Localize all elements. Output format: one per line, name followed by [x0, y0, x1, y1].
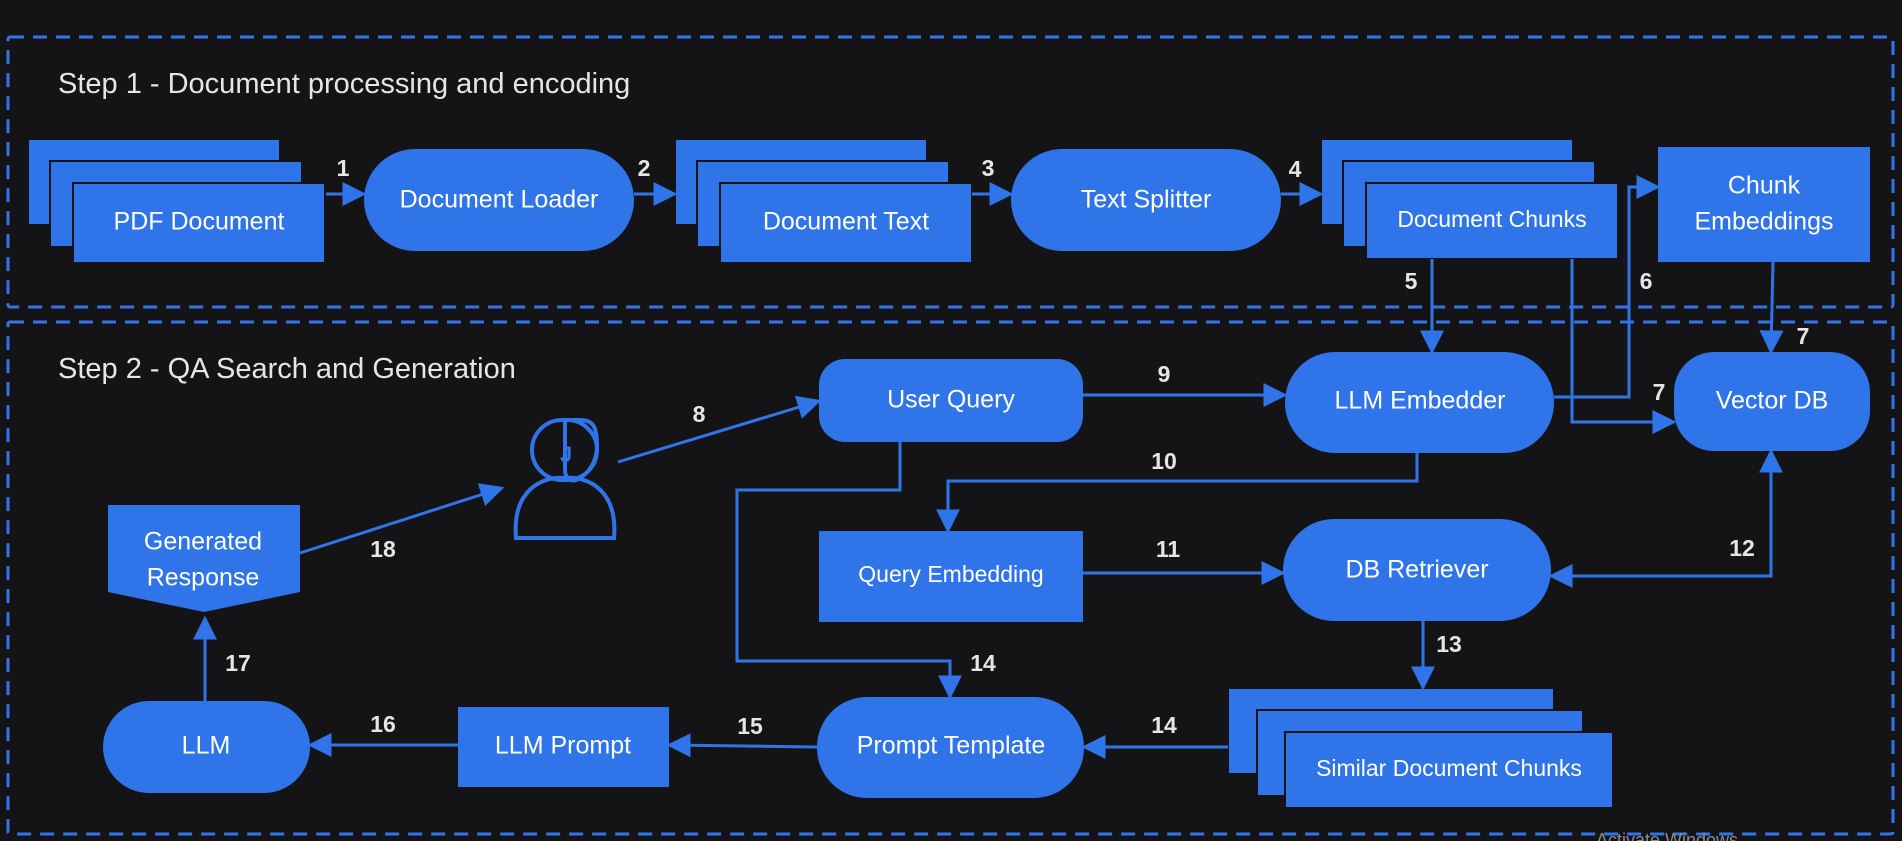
text-splitter-label: Text Splitter — [1081, 186, 1212, 214]
similar-document-chunks-label: Similar Document Chunks — [1316, 755, 1582, 781]
pdf-document-node: PDF Document — [27, 138, 326, 264]
step2-title: Step 2 - QA Search and Generation — [58, 353, 516, 385]
step1-frame — [6, 35, 1895, 309]
vector-db-node: Vector DB — [1674, 352, 1870, 451]
edge-label-16: 16 — [370, 711, 396, 737]
user-icon: J — [513, 418, 617, 540]
llm-embedder-label: LLM Embedder — [1335, 387, 1506, 415]
user-query-node: User Query — [819, 359, 1083, 442]
document-loader-node: Document Loader — [364, 149, 634, 251]
llm-label: LLM — [182, 732, 231, 760]
activate-windows-watermark: Activate Windows — [1596, 830, 1738, 841]
edge-label-10: 10 — [1151, 448, 1177, 474]
user-query-label: User Query — [887, 386, 1015, 414]
edge-8 — [617, 395, 822, 464]
edge-label-4: 4 — [1289, 156, 1302, 182]
chunk-embeddings-node: Chunk Embeddings — [1658, 147, 1870, 262]
prompt-template-label: Prompt Template — [857, 732, 1046, 760]
edge-label-7a: 7 — [1797, 323, 1810, 349]
llm-embedder-node: LLM Embedder — [1285, 352, 1554, 453]
edge-10 — [936, 453, 1419, 534]
step1-title: Step 1 - Document processing and encodin… — [58, 68, 630, 100]
query-embedding-node: Query Embedding — [819, 531, 1083, 622]
edge-label-6: 6 — [1640, 268, 1653, 294]
document-chunks-node: Document Chunks — [1320, 138, 1619, 260]
edge-14a — [735, 442, 962, 700]
edge-label-17: 17 — [225, 650, 251, 676]
step2-frame — [6, 320, 1895, 836]
db-retriever-label: DB Retriever — [1345, 556, 1488, 584]
document-text-label: Document Text — [763, 208, 929, 236]
query-embedding-label: Query Embedding — [858, 561, 1043, 587]
edge-label-5: 5 — [1405, 268, 1418, 294]
user-avatar-initial: J — [560, 442, 572, 467]
edge-label-14b: 14 — [1151, 712, 1177, 738]
similar-document-chunks-node: Similar Document Chunks — [1227, 687, 1614, 809]
llm-node: LLM — [103, 701, 310, 793]
edge-6 — [1554, 175, 1661, 399]
generated-response-label-line1: Generated — [144, 528, 262, 556]
document-loader-label: Document Loader — [400, 186, 599, 214]
edge-label-12: 12 — [1729, 535, 1755, 561]
document-chunks-label: Document Chunks — [1397, 206, 1586, 232]
edge-label-18: 18 — [370, 536, 396, 562]
edge-label-8: 8 — [693, 401, 706, 427]
edge-18 — [299, 483, 505, 555]
llm-prompt-label: LLM Prompt — [495, 732, 631, 760]
document-text-node: Document Text — [674, 138, 973, 264]
edge-label-14a: 14 — [970, 650, 996, 676]
pdf-document-label: PDF Document — [114, 208, 285, 236]
vector-db-label: Vector DB — [1716, 387, 1829, 415]
edge-label-15: 15 — [737, 713, 763, 739]
db-retriever-node: DB Retriever — [1283, 519, 1551, 621]
edge-7a — [1759, 261, 1784, 355]
edge-label-1: 1 — [337, 155, 350, 181]
edge-7b — [1570, 259, 1677, 434]
edge-label-2: 2 — [638, 155, 651, 181]
generated-response-node: Generated Response — [108, 505, 300, 612]
edge-label-3: 3 — [982, 155, 995, 181]
edge-label-7b: 7 — [1653, 379, 1666, 405]
chunk-embeddings-label-line2: Embeddings — [1695, 208, 1834, 236]
edge-label-9: 9 — [1158, 361, 1171, 387]
chunk-embeddings-label-line1: Chunk — [1728, 172, 1801, 200]
edge-12 — [1548, 448, 1783, 588]
llm-prompt-node: LLM Prompt — [458, 707, 669, 787]
edge-label-13: 13 — [1436, 631, 1462, 657]
edge-label-11: 11 — [1156, 536, 1181, 562]
edge-15 — [666, 733, 818, 758]
text-splitter-node: Text Splitter — [1011, 149, 1281, 251]
generated-response-label-line2: Response — [147, 564, 260, 592]
prompt-template-node: Prompt Template — [817, 697, 1084, 798]
